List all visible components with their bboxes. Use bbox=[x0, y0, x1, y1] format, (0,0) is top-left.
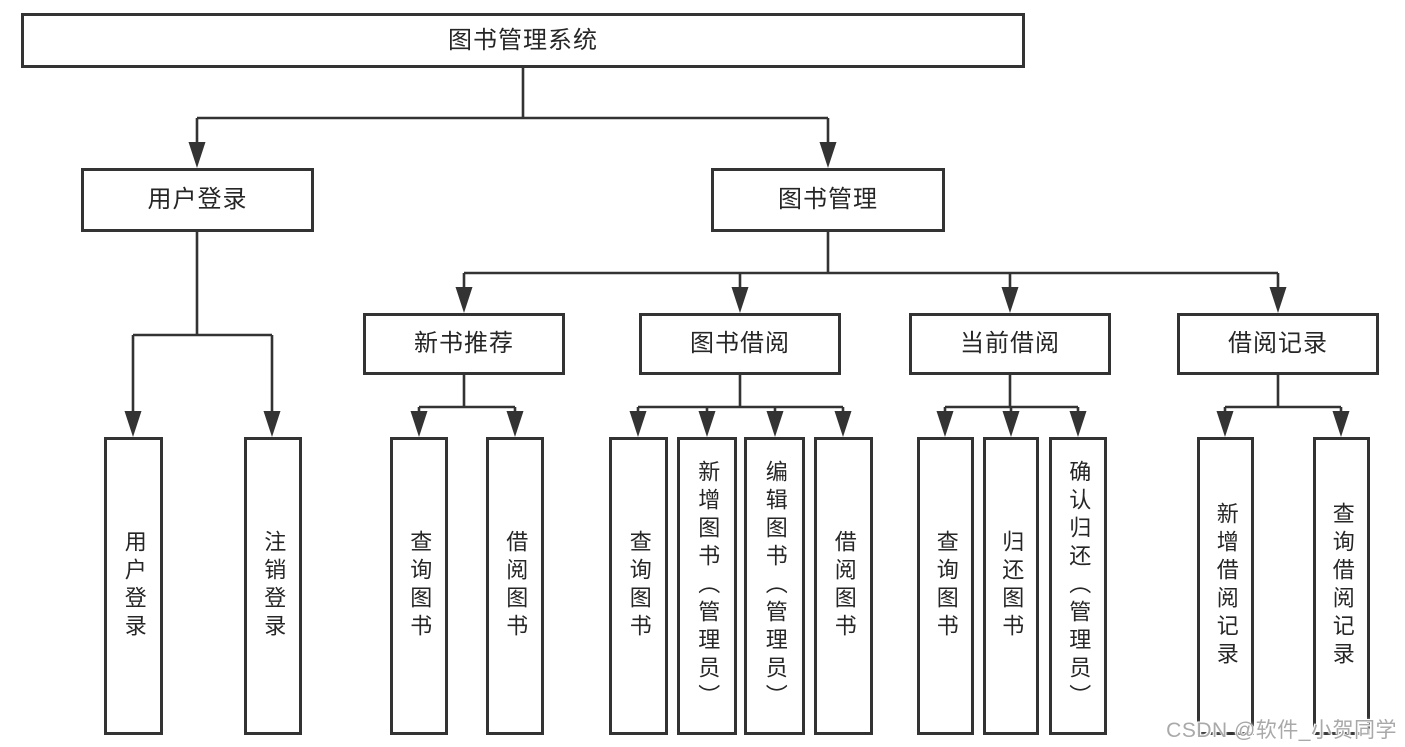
connector-book-borrow-to-leaves bbox=[629, 375, 852, 437]
connector-root-to-level2 bbox=[188, 68, 837, 168]
node-book-borrow: 图书借阅 bbox=[639, 313, 841, 375]
connector-new-book-to-leaves bbox=[410, 375, 524, 437]
arrow-down-icon bbox=[731, 287, 749, 313]
arrow-down-icon bbox=[1069, 411, 1087, 437]
node-borrow-records: 借阅记录 bbox=[1177, 313, 1379, 375]
arrow-down-icon bbox=[455, 287, 473, 313]
leaf-logout: 注销登录 bbox=[244, 437, 302, 735]
arrow-down-icon bbox=[834, 411, 852, 437]
leaf-edit-books-admin: 编辑图书（管理员） bbox=[744, 437, 805, 735]
arrow-down-icon bbox=[124, 411, 142, 437]
leaf-add-books-admin: 新增图书（管理员） bbox=[677, 437, 737, 735]
arrow-down-icon bbox=[263, 411, 281, 437]
connector-user-login-to-leaves bbox=[124, 232, 281, 437]
arrow-down-icon bbox=[410, 411, 428, 437]
node-new-book-recommend: 新书推荐 bbox=[363, 313, 565, 375]
arrow-down-icon bbox=[1332, 411, 1350, 437]
leaf-borrow-books-recommend: 借阅图书 bbox=[486, 437, 544, 735]
leaf-add-borrow-record: 新增借阅记录 bbox=[1197, 437, 1254, 735]
connector-book-management-to-level3 bbox=[455, 232, 1287, 313]
node-library-management-system: 图书管理系统 bbox=[21, 13, 1025, 68]
leaf-query-books-recommend: 查询图书 bbox=[390, 437, 448, 735]
arrow-down-icon bbox=[1269, 287, 1287, 313]
arrow-down-icon bbox=[1216, 411, 1234, 437]
leaf-user-login: 用户登录 bbox=[104, 437, 163, 735]
leaf-query-books-current: 查询图书 bbox=[917, 437, 974, 735]
arrow-down-icon bbox=[1002, 411, 1020, 437]
arrow-down-icon bbox=[506, 411, 524, 437]
connector-current-borrow-to-leaves bbox=[936, 375, 1087, 437]
arrow-down-icon bbox=[936, 411, 954, 437]
arrow-down-icon bbox=[766, 411, 784, 437]
leaf-query-books-borrow: 查询图书 bbox=[609, 437, 668, 735]
node-user-login: 用户登录 bbox=[81, 168, 314, 232]
leaf-return-books: 归还图书 bbox=[983, 437, 1039, 735]
connector-borrow-records-to-leaves bbox=[1216, 375, 1350, 437]
node-current-borrow: 当前借阅 bbox=[909, 313, 1111, 375]
leaf-borrow-books: 借阅图书 bbox=[814, 437, 873, 735]
arrow-down-icon bbox=[629, 411, 647, 437]
arrow-down-icon bbox=[819, 142, 837, 168]
arrow-down-icon bbox=[698, 411, 716, 437]
leaf-query-borrow-record: 查询借阅记录 bbox=[1313, 437, 1370, 735]
leaf-confirm-return-admin: 确认归还（管理员） bbox=[1049, 437, 1107, 735]
node-book-management: 图书管理 bbox=[711, 168, 945, 232]
watermark: CSDN @软件_小贺同学 bbox=[1166, 719, 1397, 742]
arrow-down-icon bbox=[188, 142, 206, 168]
arrow-down-icon bbox=[1001, 287, 1019, 313]
